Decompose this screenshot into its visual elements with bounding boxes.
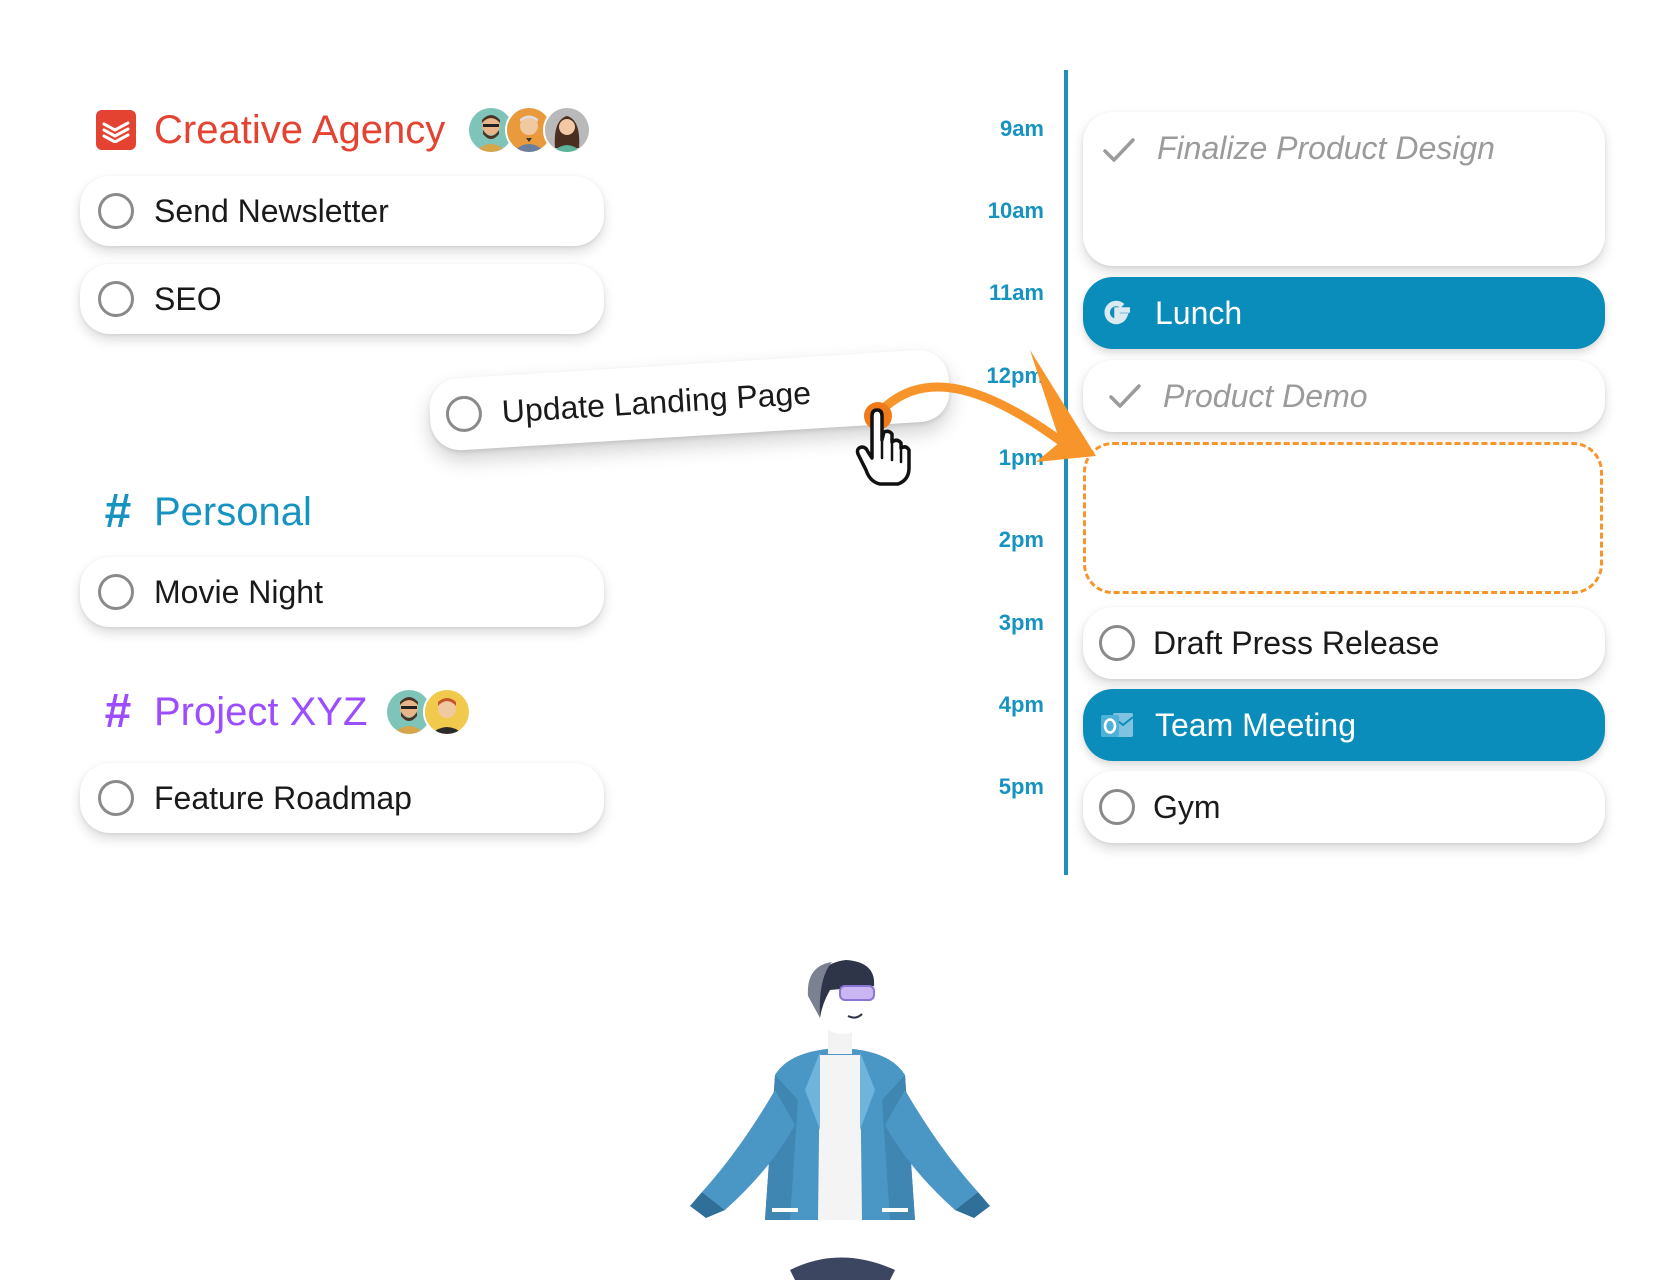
hour-label: 2pm	[998, 527, 1044, 552]
drag-arrow-icon	[875, 350, 1096, 462]
task-card-movie-night[interactable]: Movie Night	[80, 557, 604, 627]
project-header-personal[interactable]: # Personal	[96, 488, 312, 536]
project-header-project-xyz[interactable]: # Project XYZ	[96, 685, 472, 738]
hash-icon: #	[104, 685, 132, 738]
project-title: Creative Agency	[154, 108, 446, 152]
hand-cursor-icon	[855, 408, 911, 486]
task-label: SEO	[154, 280, 222, 317]
meditating-person-illustration	[690, 960, 990, 1280]
task-checkbox[interactable]	[98, 780, 134, 816]
task-checkbox[interactable]	[98, 193, 134, 229]
task-checkbox[interactable]	[98, 574, 134, 610]
task-label: Feature Roadmap	[154, 779, 412, 816]
check-icon	[1103, 138, 1135, 162]
hour-label: 4pm	[998, 692, 1044, 717]
task-label: Send Newsletter	[154, 192, 389, 229]
task-checkbox[interactable]	[98, 281, 134, 317]
hour-label: 12pm	[986, 363, 1044, 388]
project-title: Project XYZ	[154, 690, 368, 734]
outlook-icon	[1101, 713, 1134, 737]
task-label: Update Landing Page	[500, 374, 812, 430]
avatar	[423, 688, 472, 736]
task-checkbox[interactable]	[1099, 789, 1135, 825]
event-finalize-product-design[interactable]: Finalize Product Design	[1083, 112, 1605, 266]
hour-label: 1pm	[998, 445, 1044, 470]
event-draft-press-release[interactable]: Draft Press Release	[1083, 607, 1605, 679]
hour-label: 11am	[988, 280, 1044, 305]
event-label: Draft Press Release	[1153, 624, 1440, 661]
hour-label: 5pm	[998, 774, 1044, 799]
avatar	[543, 106, 592, 154]
hour-label: 9am	[999, 116, 1044, 141]
event-gym[interactable]: Gym	[1083, 771, 1605, 843]
task-card-send-newsletter[interactable]: Send Newsletter	[80, 176, 604, 246]
event-label: Team Meeting	[1155, 706, 1356, 743]
event-product-demo[interactable]: Product Demo	[1083, 360, 1605, 432]
task-label: Movie Night	[154, 573, 323, 610]
hour-label: 10am	[987, 198, 1044, 223]
hour-label: 3pm	[998, 610, 1044, 635]
event-lunch[interactable]: Lunch	[1083, 277, 1605, 349]
project-title: Personal	[154, 490, 312, 534]
event-label: Product Demo	[1163, 377, 1368, 414]
drop-zone[interactable]	[1083, 442, 1603, 594]
task-card-feature-roadmap[interactable]: Feature Roadmap	[80, 763, 604, 833]
event-team-meeting[interactable]: Team Meeting	[1083, 689, 1605, 761]
event-label: Lunch	[1155, 294, 1243, 331]
check-icon	[1109, 384, 1141, 408]
hash-icon: #	[104, 485, 132, 538]
timeline-axis	[1064, 70, 1068, 875]
todoist-logo-icon	[96, 110, 136, 150]
google-calendar-icon	[1104, 300, 1130, 325]
collaborator-avatars	[385, 688, 472, 736]
project-header-creative-agency[interactable]: Creative Agency	[96, 106, 592, 154]
avatar	[385, 688, 434, 736]
task-checkbox[interactable]	[1099, 625, 1135, 661]
event-label: Finalize Product Design	[1157, 130, 1495, 166]
task-card-seo[interactable]: SEO	[80, 264, 604, 334]
collaborator-avatars	[467, 106, 592, 154]
event-label: Gym	[1153, 788, 1221, 825]
task-checkbox[interactable]	[444, 394, 484, 433]
